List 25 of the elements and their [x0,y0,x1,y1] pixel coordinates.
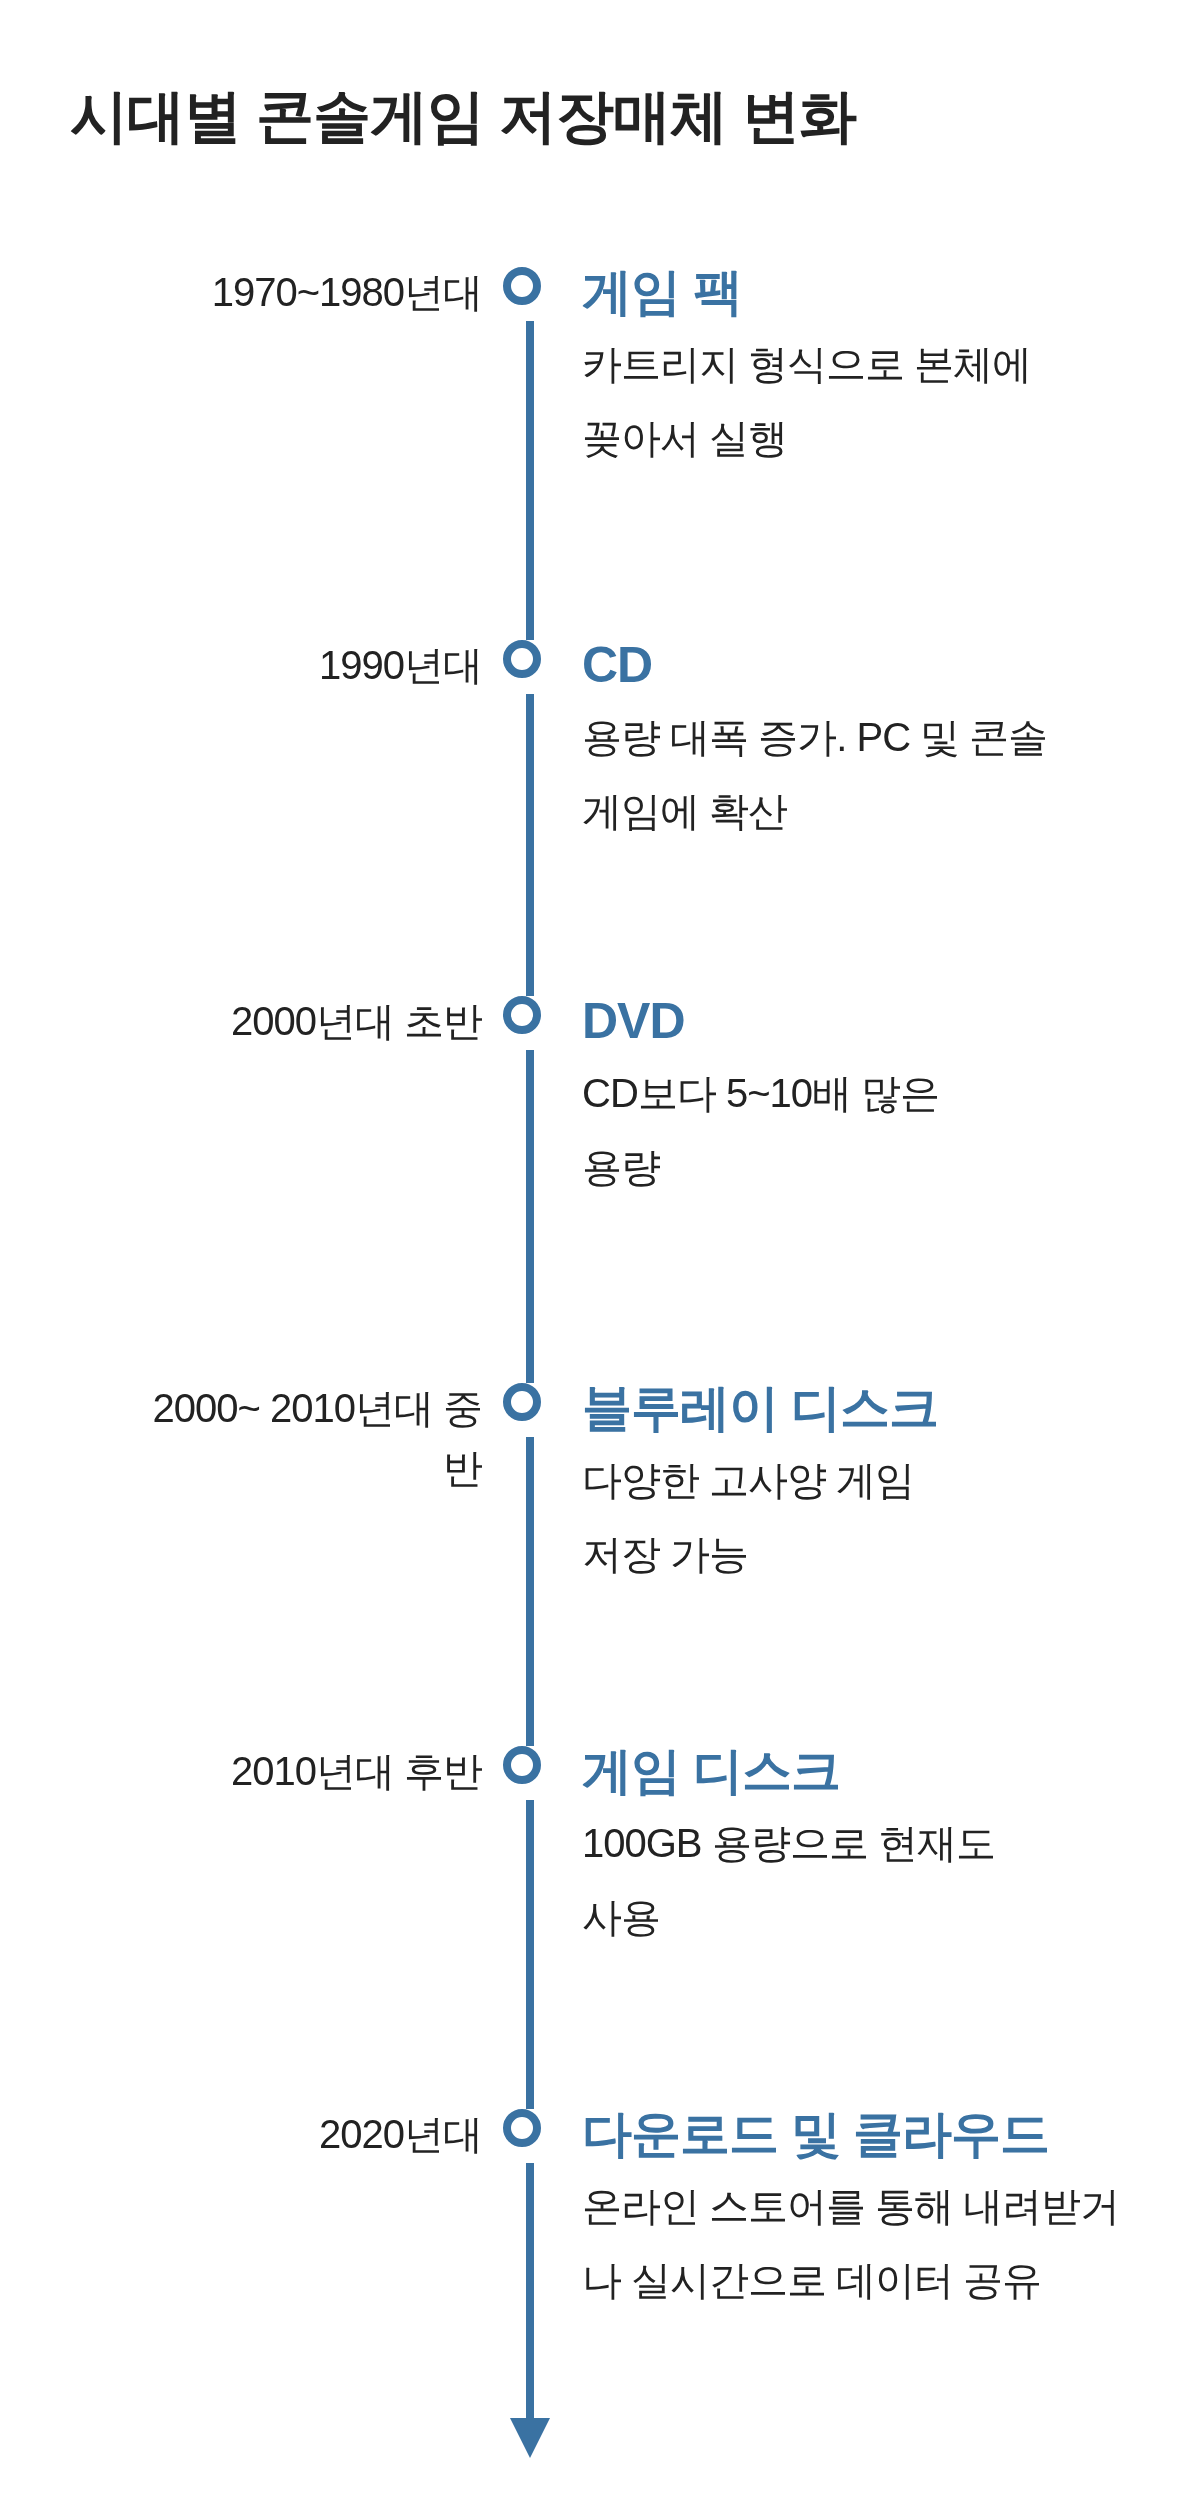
description-text: CD보다 5~10배 많은 용량 [582,1070,941,1191]
timeline-dot [503,640,541,678]
era-label: 2020년대 [318,2111,482,2158]
description-text: 카트리지 형식으로 본체에 꽂아서 실행 [582,341,1033,462]
description-text: 용량 대폭 증가. PC 및 콘솔 게임에 확산 [582,714,1049,835]
description-text: 다양한 고사양 게임 저장 가능 [582,1457,916,1578]
medium-heading: 블루레이 디스크 [582,1379,938,1438]
medium-heading: 다운로드 및 클라우드 [582,2105,1049,2164]
timeline-dot [503,1746,541,1784]
diagram-title: 시대별 콘솔게임 저장매체 변화 [70,82,857,150]
description-text: 100GB 용량으로 현재도 사용 [582,1820,996,1941]
description-text: 온라인 스토어를 통해 내려받거나 실시간으로 데이터 공유 [582,2183,1121,2304]
timeline-dot [503,267,541,305]
timeline-dot [503,1383,541,1421]
era-label: 2000년대 초반 [229,998,482,1045]
medium-heading: 게임 팩 [582,263,742,322]
medium-heading: DVD [582,992,685,1051]
timeline-dot [503,2109,541,2147]
medium-heading: 게임 디스크 [582,1742,840,1801]
medium-heading: CD [582,636,653,695]
era-label: 1990년대 [318,642,482,689]
timeline-dot [503,996,541,1034]
era-label: 2000~ 2010년대 중반 [151,1385,482,1492]
era-label: 2010년대 후반 [229,1748,482,1795]
era-label: 1970~1980년대 [210,269,482,316]
